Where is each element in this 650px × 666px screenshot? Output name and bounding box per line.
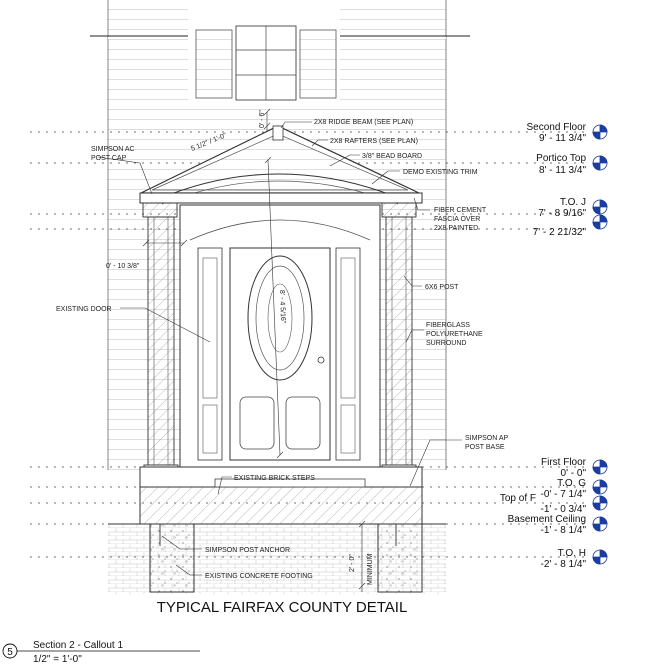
- level-target-second-floor: [592, 124, 608, 140]
- label-rafters: 2X8 RAFTERS (SEE PLAN): [330, 138, 418, 145]
- level-elevation-basement-ceiling: -1' - 8 1/4": [541, 525, 587, 536]
- right-footing: [377, 523, 423, 593]
- label-post-cap-line2: POST CAP: [91, 155, 127, 162]
- level-elevation-first-floor: 0' - 0": [561, 468, 587, 479]
- label-anchor: SIMPSON POST ANCHOR: [205, 547, 290, 554]
- label-ridge-beam: 2X8 RIDGE BEAM (SEE PLAN): [314, 119, 413, 126]
- level-name-toj: T.O. J: [560, 197, 586, 208]
- label-fascia-line2: FASCIA OVER: [434, 216, 480, 223]
- label-post-base-line2: POST BASE: [465, 444, 505, 451]
- level-target-tog: [592, 479, 608, 495]
- callout-labels: 2X8 RIDGE BEAM (SEE PLAN) 2X8 RAFTERS (S…: [56, 119, 509, 580]
- label-fascia-line3: 2X8 PAINTED: [434, 225, 478, 232]
- dim-door-height: 8' - 4 5/16": [278, 290, 286, 324]
- label-surround-line3: SURROUND: [426, 340, 466, 347]
- label-steps: EXISTING BRICK STEPS: [234, 475, 315, 482]
- level-elevation-top-of-f: -1' - 0 3/4": [541, 504, 587, 515]
- dim-minimum: MINIMUM: [367, 553, 374, 585]
- level-elevation-toj-lower: 7' - 2 21/32": [533, 227, 587, 238]
- level-targets: [592, 124, 608, 565]
- level-target-toh: [592, 549, 608, 565]
- label-post: 6X6 POST: [425, 284, 459, 291]
- label-door: EXISTING DOOR: [56, 306, 112, 313]
- level-name-top-of-f: Top of F: [500, 493, 536, 504]
- level-name-basement-ceiling: Basement Ceiling: [508, 514, 586, 525]
- left-column: [142, 202, 179, 484]
- level-target-top-of-f: [592, 495, 608, 511]
- level-target-toj: [592, 199, 608, 215]
- label-post-base-line1: SIMPSON AP: [465, 435, 509, 442]
- label-fascia-line1: FIBER CEMENT: [434, 207, 487, 214]
- dim-post-offset: 0' - 10 3/8": [106, 263, 140, 270]
- level-elevation-toj: 7' - 8 9/16": [538, 208, 586, 219]
- dim-footing-depth: 2' - 0": [349, 554, 356, 572]
- view-name: Section 2 - Callout 1: [33, 640, 123, 651]
- left-footing: [149, 523, 195, 593]
- view-number: 5: [7, 647, 13, 658]
- label-surround-line1: FIBERGLASS: [426, 322, 470, 329]
- leader-lines: [97, 121, 462, 576]
- level-elevation-tog: -0' - 7 1/4": [541, 489, 587, 500]
- level-target-basement-ceiling: [592, 516, 608, 532]
- level-elevation-toh: -2' - 8 1/4": [541, 559, 587, 570]
- level-target-first-floor: [592, 459, 608, 475]
- level-target-portico-top: [592, 155, 608, 171]
- upper-window: [188, 0, 340, 101]
- level-labels: Second Floor 9' - 11 3/4" Portico Top 8'…: [500, 122, 587, 570]
- label-footing: EXISTING CONCRETE FOOTING: [205, 573, 313, 580]
- entablature: [139, 192, 423, 204]
- right-column: [381, 202, 417, 484]
- level-elevation-portico-top: 8' - 11 3/4": [539, 165, 586, 176]
- label-post-cap-line1: SIMPSON AC: [91, 146, 135, 153]
- brick-steps: [139, 466, 423, 525]
- door-assembly: [179, 204, 381, 468]
- detail-title: TYPICAL FAIRFAX COUNTY DETAIL: [157, 599, 408, 616]
- label-surround-line2: POLYURETHANE: [426, 331, 483, 338]
- level-name-first-floor: First Floor: [541, 457, 587, 468]
- view-scale: 1/2" = 1'-0": [33, 654, 82, 665]
- level-name-toh: T.O. H: [558, 548, 586, 559]
- level-elevation-second-floor: 9' - 11 3/4": [539, 133, 586, 144]
- dim-ridge-height: 0' - 6": [259, 110, 266, 128]
- level-name-tog: T.O. G: [557, 478, 586, 489]
- view-tag: 5 Section 2 - Callout 1 1/2" = 1'-0": [2, 640, 200, 665]
- dimension-lines: [142, 108, 366, 592]
- label-demo-trim: DEMO EXISTING TRIM: [403, 169, 478, 176]
- label-bead-board: 3/8" BEAD BOARD: [362, 153, 422, 160]
- level-name-second-floor: Second Floor: [527, 122, 587, 133]
- level-name-portico-top: Portico Top: [536, 153, 586, 164]
- level-target-toj-lower: [592, 214, 608, 230]
